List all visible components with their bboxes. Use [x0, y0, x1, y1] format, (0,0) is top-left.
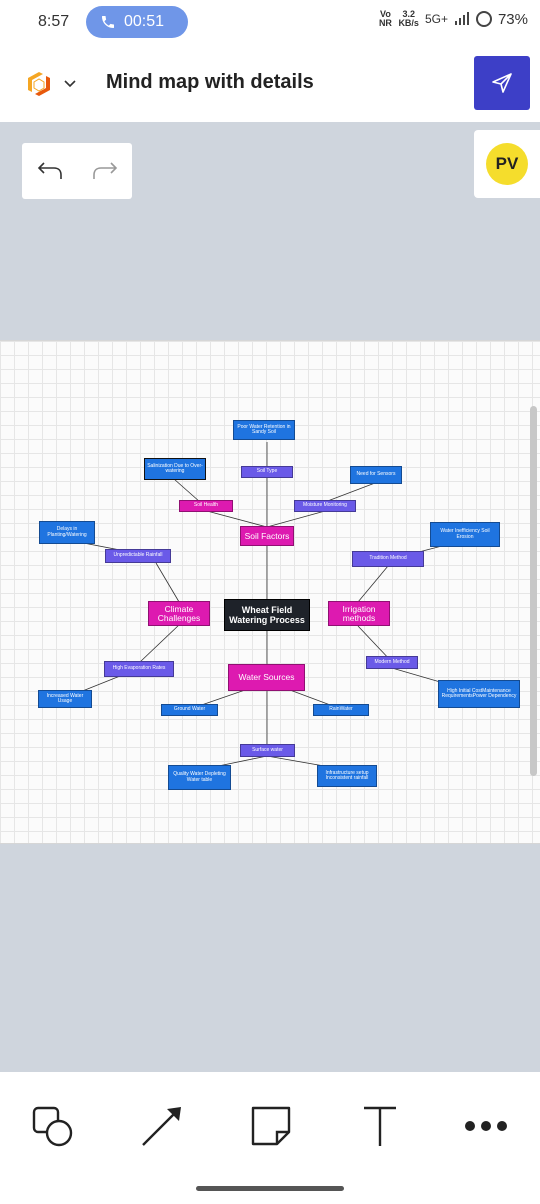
undo-icon	[37, 162, 62, 179]
mindmap-node-need-sensors[interactable]: Need for Sensors	[350, 466, 402, 484]
battery-icon	[475, 11, 492, 27]
canvas-background-lower[interactable]	[0, 844, 540, 1072]
send-icon	[492, 73, 512, 93]
undo-button[interactable]	[22, 143, 77, 199]
signal-icon	[454, 12, 469, 25]
mindmap-node-water-inefficiency[interactable]: Water Inefficiency Soil Erosion	[430, 522, 500, 547]
shapes-tool-button[interactable]	[24, 1098, 80, 1154]
mindmap-node-high-initial[interactable]: High Initial CostMaintenance Requirement…	[438, 680, 520, 708]
mindmap-board[interactable]	[0, 340, 540, 844]
mindmap-node-modern[interactable]: Modern Method	[366, 656, 418, 669]
collaborator-panel[interactable]: PV	[474, 130, 540, 198]
board-title[interactable]: Mind map with details	[106, 71, 314, 93]
mindmap-node-delays[interactable]: Delays in Planting/Watering	[39, 521, 95, 544]
app-header: Mind map with details	[0, 46, 540, 122]
mindmap-node-poor-water[interactable]: Poor Water Retention in Sandy Soil	[233, 420, 295, 440]
mindmap-node-water-sources[interactable]: Water Sources	[228, 664, 305, 691]
status-indicators: Vo NR 3.2 KB/s 5G+ 73%	[378, 10, 528, 28]
mindmap-node-soil-health[interactable]: Soil Health	[179, 500, 233, 512]
network-speed-value: 3.2	[402, 9, 415, 19]
text-icon	[364, 1106, 396, 1146]
mindmap-node-salinization[interactable]: Salinization Due to Over-watering	[144, 458, 206, 480]
status-bar: 8:57 00:51 Vo NR 3.2 KB/s 5G+ 73%	[0, 0, 540, 46]
mindmap-node-climate[interactable]: Climate Challenges	[148, 601, 210, 626]
text-tool-button[interactable]	[352, 1098, 408, 1154]
mindmap-node-moisture[interactable]: Moisture Monitoring	[294, 500, 356, 512]
volte-indicator: Vo NR	[378, 9, 392, 28]
mindmap-center-node[interactable]: Wheat Field Watering Process	[224, 599, 310, 631]
sticky-note-icon	[251, 1106, 291, 1146]
more-icon	[465, 1121, 507, 1131]
more-options-button[interactable]	[458, 1098, 514, 1154]
bottom-toolbar	[0, 1072, 540, 1204]
phone-icon	[102, 16, 114, 28]
mindmap-node-unpredictable[interactable]: Unpredictable Rainfall	[105, 549, 171, 563]
vertical-scrollbar[interactable]	[530, 406, 537, 776]
mindmap-node-increased-usage[interactable]: Increased Water Usage	[38, 690, 92, 708]
call-timer: 00:51	[124, 13, 165, 30]
shapes-icon	[32, 1106, 73, 1147]
mindmap-node-soil-type[interactable]: Soil Type	[241, 466, 293, 478]
share-button[interactable]	[474, 56, 530, 110]
avatar[interactable]: PV	[486, 143, 528, 185]
battery-level: 73%	[497, 10, 528, 28]
network-speed-unit: KB/s	[398, 18, 419, 28]
history-controls	[22, 143, 132, 199]
mindmap-node-tradition[interactable]: Tradition Method	[352, 551, 424, 567]
mindmap-node-ground-water[interactable]: Ground Water	[161, 704, 218, 716]
ongoing-call-pill[interactable]: 00:51	[86, 6, 188, 38]
mindmap-node-rainwater[interactable]: RainWater	[313, 704, 369, 716]
mindmap-node-high-evap[interactable]: High Evaporation Rates	[104, 661, 174, 677]
chevron-down-icon[interactable]	[62, 76, 78, 92]
network-speed: 3.2 KB/s	[398, 10, 419, 28]
redo-button[interactable]	[77, 143, 132, 199]
app-logo-icon[interactable]	[24, 68, 54, 100]
mindmap-node-irrigation[interactable]: Irrigation methods	[328, 601, 390, 626]
home-indicator[interactable]	[196, 1186, 344, 1191]
mindmap-node-soil-factors[interactable]: Soil Factors	[240, 526, 294, 546]
redo-icon	[92, 162, 117, 179]
network-type: 5G+	[424, 12, 448, 26]
mindmap-node-surface-water[interactable]: Surface water	[240, 744, 295, 757]
arrow-icon	[142, 1107, 181, 1146]
mindmap-node-infrastructure[interactable]: Infrastructure setup Inconsistent rainfa…	[317, 765, 377, 787]
mindmap-node-quality-water[interactable]: Quality Water Depleting Water table	[168, 765, 231, 790]
sticky-note-tool-button[interactable]	[243, 1098, 299, 1154]
arrow-tool-button[interactable]	[134, 1098, 190, 1154]
status-time: 8:57	[38, 13, 70, 30]
